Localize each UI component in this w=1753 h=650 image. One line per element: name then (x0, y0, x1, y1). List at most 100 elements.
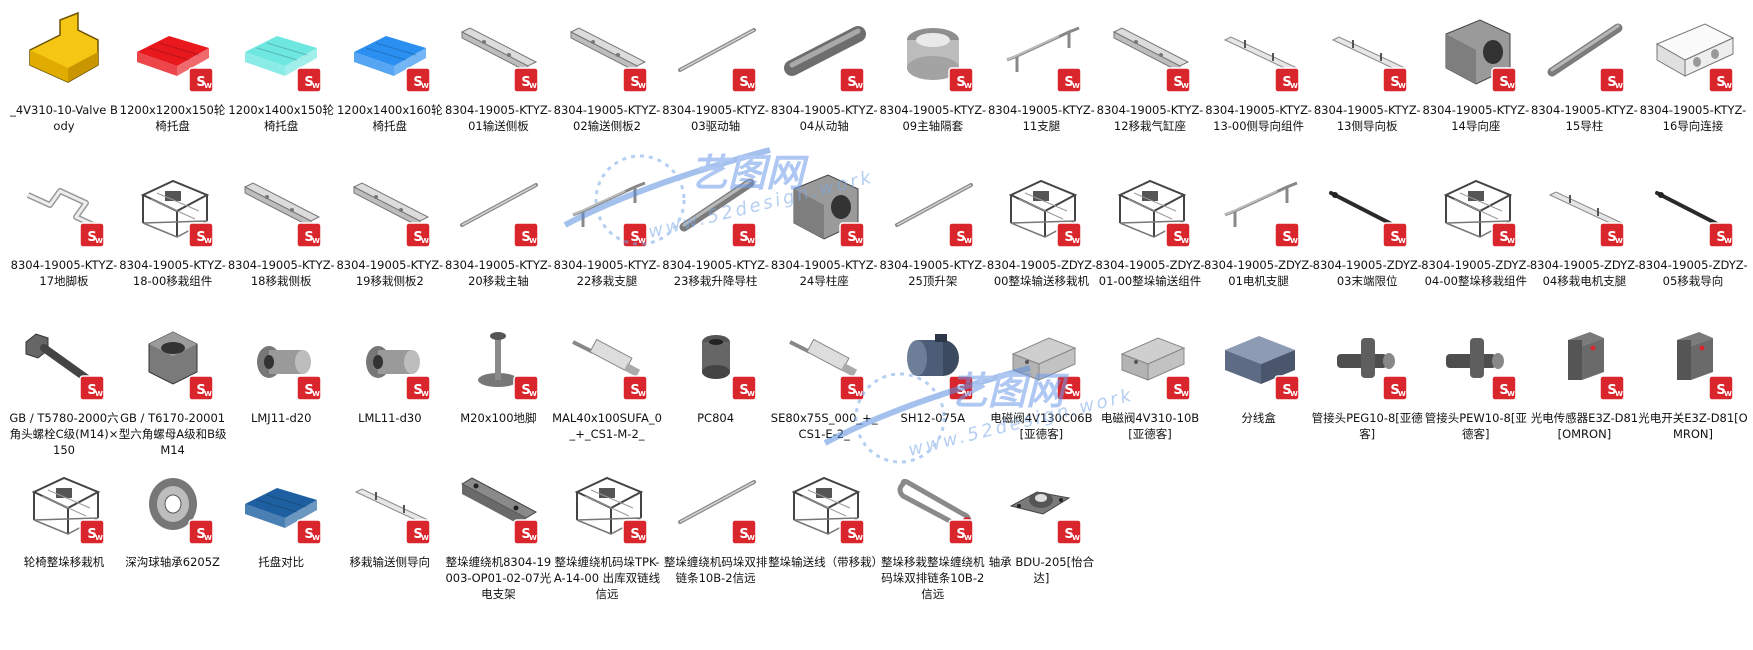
file-item[interactable]: S W 8304-19005-KTYZ-25顶升架 (879, 165, 987, 315)
file-item[interactable]: S W M20x100地脚 (444, 318, 552, 468)
file-item[interactable]: S W SH12-075A (879, 318, 987, 468)
cylinder-icon: S W (563, 318, 651, 406)
file-item[interactable]: S W GB / T6170-20001型六角螺母A级和B级M14 (119, 318, 227, 468)
file-name-label: 8304-19005-KTYZ-15导柱 (1531, 103, 1638, 133)
file-item[interactable]: _4V310-10-Valve Body (10, 10, 118, 160)
file-item[interactable]: S W 整垛缠绕机码垛双排链条10B-2信远 (662, 462, 770, 612)
svg-text:W: W (1073, 82, 1081, 90)
file-item[interactable]: S W 8304-19005-KTYZ-18-00移栽组件 (119, 165, 227, 315)
file-item[interactable]: S W 1200x1400x150轮椅托盘 (227, 10, 335, 160)
file-item[interactable]: S W 整垛缠绕机码垛TPK-A-14-00 出库双链线信远 (553, 462, 661, 612)
svg-text:S: S (87, 230, 96, 245)
file-item[interactable]: S W PC804 (662, 318, 770, 468)
bolt-icon: S W (20, 318, 108, 406)
solidworks-badge-icon: S W (1382, 222, 1408, 248)
file-item[interactable]: S W 8304-19005-ZDYZ-01电机支腿 (1204, 165, 1313, 315)
file-item[interactable]: S W 整垛移栽整垛缠绕机码垛双排链条10B-2信远 (879, 462, 987, 612)
file-item[interactable]: S W 8304-19005-ZDYZ-05移栽导向 (1638, 165, 1748, 315)
svg-text:S: S (1173, 75, 1182, 90)
file-item[interactable]: S W GB / T5780-2000六角头螺栓C级(M14)×150 (9, 318, 119, 468)
solidworks-badge-icon: S W (1056, 375, 1083, 401)
file-item[interactable]: S W 1200x1400x160轮椅托盘 (336, 10, 444, 160)
file-item[interactable]: S W 8304-19005-KTYZ-14导向座 (1422, 10, 1530, 160)
guide-rail-icon: S W (1323, 10, 1411, 98)
svg-text:S: S (1282, 230, 1291, 245)
file-item[interactable]: S W 8304-19005-KTYZ-19移栽侧板2 (336, 165, 444, 315)
solidworks-badge-icon: S W (1708, 375, 1734, 401)
file-item[interactable]: S W 8304-19005-KTYZ-17地脚板 (10, 165, 118, 315)
file-item[interactable]: S W 8304-19005-KTYZ-24导柱座 (770, 165, 878, 315)
file-item[interactable]: S W 8304-19005-KTYZ-09主轴隔套 (879, 10, 987, 160)
file-item[interactable]: S W 8304-19005-ZDYZ-04-00整垛移栽组件 (1421, 165, 1530, 315)
solidworks-badge-icon: S W (1056, 222, 1083, 248)
assembly-icon: S W (563, 462, 651, 550)
file-item[interactable]: S W 8304-19005-ZDYZ-03末端限位 (1313, 165, 1422, 315)
svg-text:W: W (95, 534, 103, 542)
file-item[interactable]: S W 8304-19005-KTYZ-12移栽气缸座 (1096, 10, 1204, 160)
file-item[interactable]: S W 8304-19005-KTYZ-13-00侧导向组件 (1205, 10, 1313, 160)
junction-box-icon: S W (1215, 318, 1303, 406)
file-name-label: 管接头PEG10-8[亚德客] (1311, 411, 1423, 441)
svg-text:S: S (522, 383, 531, 398)
svg-text:S: S (196, 383, 205, 398)
assembly-icon: S W (997, 165, 1085, 253)
file-item[interactable]: S W 轴承 BDU-205[怡合达] (987, 462, 1095, 612)
file-item[interactable]: S W LMJ11-d20 (227, 318, 335, 468)
file-item[interactable]: S W 8304-19005-ZDYZ-00整垛输送移栽机 (987, 165, 1096, 315)
file-item[interactable]: S W 8304-19005-KTYZ-23移栽升降导柱 (662, 165, 770, 315)
solidworks-badge-icon: S W (187, 519, 214, 545)
file-item[interactable]: S W LML11-d30 (336, 318, 444, 468)
file-item[interactable]: S W 电磁阀4V130C06B[亚德客] (987, 318, 1095, 468)
file-item[interactable]: S W 8304-19005-KTYZ-02输送侧板2 (553, 10, 661, 160)
svg-text:W: W (421, 390, 429, 398)
file-item[interactable]: S W 整垛缠绕机8304-19003-OP01-02-07光电支架 (444, 462, 552, 612)
long-plate-icon: S W (563, 10, 651, 98)
file-item[interactable]: S W 8304-19005-KTYZ-22移栽支腿 (553, 165, 661, 315)
solidworks-badge-icon: S W (622, 67, 648, 93)
svg-text:S: S (630, 75, 639, 90)
file-item[interactable]: S W 8304-19005-KTYZ-18移栽侧板 (227, 165, 335, 315)
svg-text:S: S (739, 230, 748, 245)
solidworks-badge-icon: S W (1056, 67, 1083, 93)
file-item[interactable]: S W 8304-19005-KTYZ-15导柱 (1530, 10, 1638, 160)
file-item[interactable]: S W 移栽输送侧导向 (336, 462, 444, 612)
file-item[interactable]: S W 整垛输送线（带移栽） (768, 462, 883, 612)
svg-text:S: S (1173, 383, 1182, 398)
file-item[interactable]: S W 8304-19005-ZDYZ-04移栽电机支腿 (1530, 165, 1639, 315)
file-item[interactable]: S W 管接头PEG10-8[亚德客] (1311, 318, 1423, 468)
file-item[interactable]: S W 轮椅整垛移栽机 (10, 462, 118, 612)
file-name-label: 整垛移栽整垛缠绕机码垛双排链条10B-2信远 (881, 555, 985, 601)
file-item[interactable]: S W 托盘对比 (227, 462, 335, 612)
file-item[interactable]: S W 8304-19005-KTYZ-03驱动轴 (662, 10, 770, 160)
solidworks-badge-icon: S W (1165, 67, 1191, 93)
solidworks-badge-icon: S W (79, 375, 105, 401)
file-item[interactable]: S W 光电开关E3Z-D81[OMRON] (1638, 318, 1748, 468)
file-item[interactable]: S W 8304-19005-ZDYZ-01-00整垛输送组件 (1095, 165, 1205, 315)
file-item[interactable]: S W SE80x75S_000_+_CS1-E-2_ (770, 318, 878, 468)
file-item[interactable]: S W 光电传感器E3Z-D81[OMRON] (1530, 318, 1638, 468)
file-item[interactable]: S W 8304-19005-KTYZ-16导向连接 (1639, 10, 1747, 160)
file-item[interactable]: S W 分线盒 (1205, 318, 1313, 468)
solidworks-badge-icon: S W (948, 67, 974, 93)
file-item[interactable]: S W 8304-19005-KTYZ-20移栽主轴 (444, 165, 552, 315)
svg-text:W: W (1181, 390, 1189, 398)
file-item[interactable]: S W 电磁阀4V310-10B[亚德客] (1096, 318, 1204, 468)
file-item[interactable]: S W 深沟球轴承6205Z (119, 462, 227, 612)
solidworks-badge-icon: S W (1273, 222, 1300, 248)
frame-leg-icon: S W (997, 10, 1085, 98)
valve-icon: S W (997, 318, 1085, 406)
file-item[interactable]: S W 1200x1200x150轮椅托盘 (119, 10, 227, 160)
long-plate-icon: S W (346, 165, 434, 253)
svg-text:W: W (638, 82, 646, 90)
file-item[interactable]: S W 8304-19005-KTYZ-01输送侧板 (444, 10, 552, 160)
solidworks-badge-icon: S W (513, 375, 540, 401)
file-name-label: 管接头PEW10-8[亚德客] (1424, 411, 1527, 441)
svg-text:S: S (305, 230, 314, 245)
svg-text:S: S (1173, 230, 1182, 245)
svg-text:W: W (204, 82, 212, 90)
file-item[interactable]: S W 管接头PEW10-8[亚德客] (1422, 318, 1530, 468)
file-item[interactable]: S W MAL40x100SUFA_0_+_CS1-M-2_ (552, 318, 662, 468)
file-item[interactable]: S W 8304-19005-KTYZ-13侧导向板 (1313, 10, 1421, 160)
file-item[interactable]: S W 8304-19005-KTYZ-11支腿 (987, 10, 1095, 160)
file-item[interactable]: S W 8304-19005-KTYZ-04从动轴 (770, 10, 878, 160)
